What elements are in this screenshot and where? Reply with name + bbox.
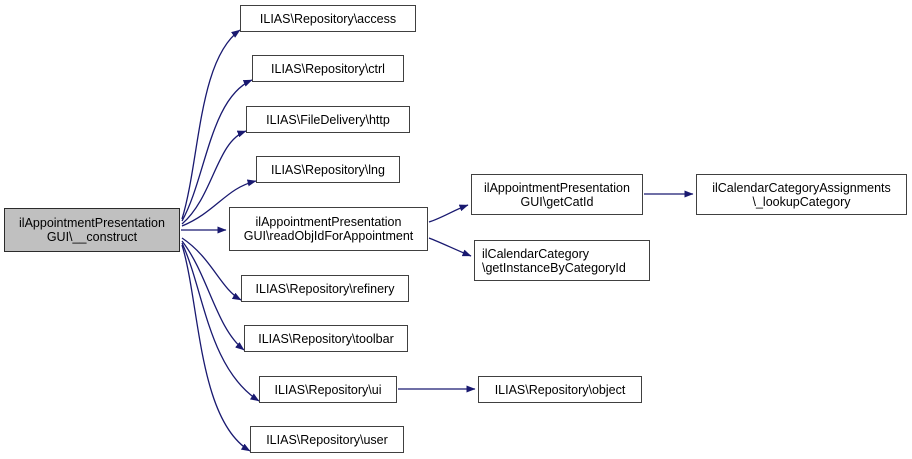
graph-edge-root-to-ui bbox=[181, 242, 260, 402]
graph-node-lng[interactable]: ILIAS\Repository\lng bbox=[256, 156, 400, 183]
graph-node-user[interactable]: ILIAS\Repository\user bbox=[250, 426, 404, 453]
graph-node-label-lng: ILIAS\Repository\lng bbox=[271, 162, 385, 177]
graph-edge-root-to-access bbox=[181, 29, 241, 220]
graph-edge-root-to-user bbox=[181, 244, 251, 452]
graph-node-label-refinery: ILIAS\Repository\refinery bbox=[255, 281, 395, 296]
graph-node-ctrl[interactable]: ILIAS\Repository\ctrl bbox=[252, 55, 404, 82]
graph-node-label-access: ILIAS\Repository\access bbox=[259, 11, 397, 26]
graph-node-refinery[interactable]: ILIAS\Repository\refinery bbox=[241, 275, 409, 302]
graph-node-label-getinstance: ilCalendarCategory \getInstanceByCategor… bbox=[482, 246, 626, 275]
graph-node-label-toolbar: ILIAS\Repository\toolbar bbox=[258, 331, 394, 346]
graph-node-lookupcategory[interactable]: ilCalendarCategoryAssignments \_lookupCa… bbox=[696, 174, 907, 215]
graph-node-ui[interactable]: ILIAS\Repository\ui bbox=[259, 376, 397, 403]
graph-node-getinstance[interactable]: ilCalendarCategory \getInstanceByCategor… bbox=[474, 240, 650, 281]
graph-edge-root-to-ctrl bbox=[181, 79, 253, 222]
graph-edge-root-to-toolbar bbox=[181, 240, 245, 351]
graph-node-readobjid[interactable]: ilAppointmentPresentation GUI\readObjIdF… bbox=[229, 207, 428, 251]
graph-node-label-root: ilAppointmentPresentation GUI\__construc… bbox=[19, 216, 165, 244]
graph-node-root[interactable]: ilAppointmentPresentation GUI\__construc… bbox=[4, 208, 180, 252]
graph-edge-readobjid-to-getcatid bbox=[428, 204, 469, 223]
graph-node-label-user: ILIAS\Repository\user bbox=[266, 432, 388, 447]
graph-node-getcatid[interactable]: ilAppointmentPresentation GUI\getCatId bbox=[471, 174, 643, 215]
graph-node-label-readobjid: ilAppointmentPresentation GUI\readObjIdF… bbox=[243, 215, 414, 243]
graph-node-object[interactable]: ILIAS\Repository\object bbox=[478, 376, 642, 403]
graph-edge-readobjid-to-getinstance bbox=[428, 237, 472, 257]
graph-node-access[interactable]: ILIAS\Repository\access bbox=[240, 5, 416, 32]
graph-node-label-lookupcategory: ilCalendarCategoryAssignments \_lookupCa… bbox=[712, 180, 891, 209]
graph-node-label-ctrl: ILIAS\Repository\ctrl bbox=[271, 61, 385, 76]
graph-node-http[interactable]: ILIAS\FileDelivery\http bbox=[246, 106, 410, 133]
graph-node-label-getcatid: ilAppointmentPresentation GUI\getCatId bbox=[484, 180, 630, 209]
graph-node-label-http: ILIAS\FileDelivery\http bbox=[266, 112, 390, 127]
graph-node-toolbar[interactable]: ILIAS\Repository\toolbar bbox=[244, 325, 408, 352]
graph-node-label-object: ILIAS\Repository\object bbox=[494, 382, 626, 397]
graph-node-label-ui: ILIAS\Repository\ui bbox=[274, 382, 382, 397]
